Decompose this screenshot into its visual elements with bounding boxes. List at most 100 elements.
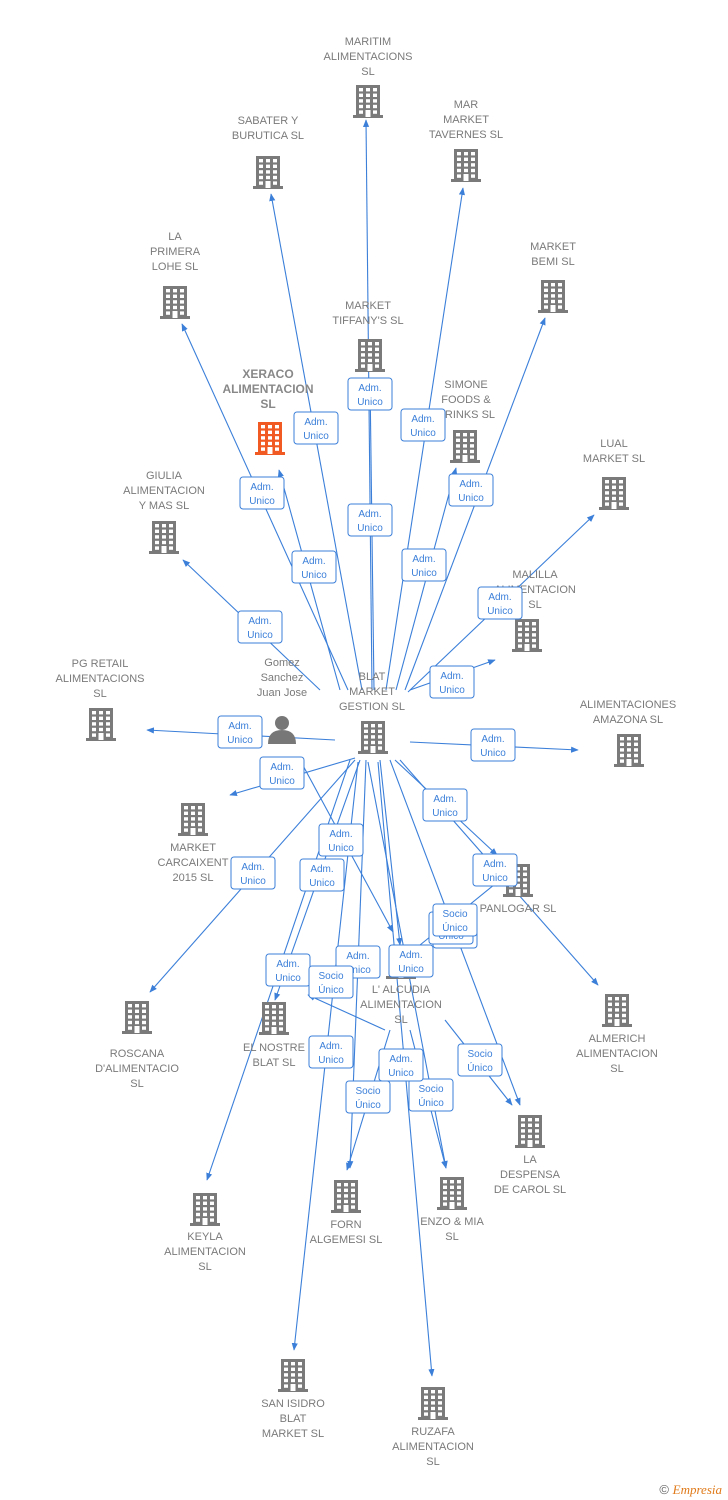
node-label: BLAT	[359, 671, 386, 683]
edge-label[interactable]: Adm.Unico	[470, 728, 516, 762]
node-label: SIMONE	[444, 379, 487, 391]
edge-label[interactable]: Adm.Unico	[217, 715, 263, 749]
node-label: LA	[168, 231, 182, 243]
edge-label[interactable]: Adm.Unico	[299, 858, 345, 892]
edge-label[interactable]: Adm.Unico	[401, 548, 447, 582]
edge-label-text: Adm.	[459, 479, 482, 490]
edge-label[interactable]: Adm.Unico	[347, 377, 393, 411]
edge-label[interactable]: Adm.Unico	[429, 665, 475, 699]
edge-label[interactable]: Adm.Unico	[477, 586, 523, 620]
node-label: SABATER Y	[238, 115, 299, 127]
edge-label-box	[401, 548, 447, 582]
node-label: BEMI SL	[531, 256, 574, 268]
edge-label[interactable]: Adm.Unico	[308, 1035, 354, 1069]
edge-label[interactable]: Adm.Unico	[259, 756, 305, 790]
edge-label-text: Adm.	[483, 859, 506, 870]
copyright-symbol: ©	[659, 1482, 670, 1497]
edge-label-text: Unico	[398, 964, 424, 975]
building-icon	[515, 1115, 545, 1148]
edge-label-text: Unico	[269, 776, 295, 787]
edge-label-text: Unico	[240, 876, 266, 887]
edge-label[interactable]: Adm.Unico	[237, 610, 283, 644]
building-icon	[450, 430, 480, 463]
edge-label[interactable]: Adm.Unico	[347, 503, 393, 537]
edge-label-text: Adm.	[241, 862, 264, 873]
edge-label-text: Único	[467, 1061, 493, 1074]
edge-label-text: Adm.	[248, 616, 271, 627]
node-label: MALILLA	[512, 569, 558, 581]
node-enzo[interactable]: ENZO & MIA SL	[420, 1177, 484, 1243]
building-icon	[278, 1359, 308, 1392]
building-icon	[190, 1193, 220, 1226]
edge-label-box	[378, 1048, 424, 1082]
node-label: MARKET	[349, 686, 395, 698]
edge-label[interactable]: Adm.Unico	[291, 550, 337, 584]
footer-brand[interactable]: © Empresia	[659, 1482, 722, 1498]
edge-label-box	[217, 715, 263, 749]
edge-label-text: Unico	[309, 878, 335, 889]
edge-label-box	[308, 1035, 354, 1069]
edge-label[interactable]: Adm.Unico	[239, 476, 285, 510]
edge-label[interactable]: Adm. Unico	[388, 944, 434, 978]
node-label: ENZO & MIA	[420, 1216, 484, 1228]
building-icon	[178, 803, 208, 836]
edge-label-box	[422, 788, 468, 822]
node-bemi[interactable]: MARKET BEMI SL	[530, 241, 576, 313]
edge-label-text: Unico	[482, 873, 508, 884]
edge-label[interactable]: Adm.Unico	[265, 953, 311, 987]
edge-label[interactable]: Adm.Unico	[400, 408, 446, 442]
edge-label-text: Adm.	[411, 414, 434, 425]
edge-label-text: Adm.	[433, 794, 456, 805]
edge-label[interactable]: Adm. Unico	[230, 856, 276, 890]
edge-label[interactable]: Adm.Unico	[318, 823, 364, 857]
node-label: ALIMENTACION	[222, 382, 313, 396]
edge-label-box	[470, 728, 516, 762]
edge-label-text: Único	[318, 983, 344, 996]
node-label: DRINKS SL	[437, 409, 495, 421]
edge-label-text: Adm.	[399, 950, 422, 961]
edge-label-box	[259, 756, 305, 790]
node-label: CARCAIXENT	[158, 857, 229, 869]
edge-label[interactable]: Adm.Unico	[293, 411, 339, 445]
node-label: SL	[130, 1078, 143, 1090]
edge-label[interactable]: Adm.Unico	[422, 788, 468, 822]
node-label: Sanchez	[261, 672, 304, 684]
edge-label[interactable]: Adm.Unico	[448, 473, 494, 507]
node-label: PANLOGAR SL	[480, 903, 557, 915]
edge-label[interactable]: Adm.Unico	[378, 1048, 424, 1082]
node-label: MAR	[454, 99, 479, 111]
edge-label[interactable]: Adm. Unico	[472, 853, 518, 887]
node-label: ALMERICH	[589, 1033, 646, 1045]
node-label: AMAZONA SL	[593, 714, 663, 726]
node-label: MARKET	[530, 241, 576, 253]
node-label: SL	[445, 1231, 458, 1243]
